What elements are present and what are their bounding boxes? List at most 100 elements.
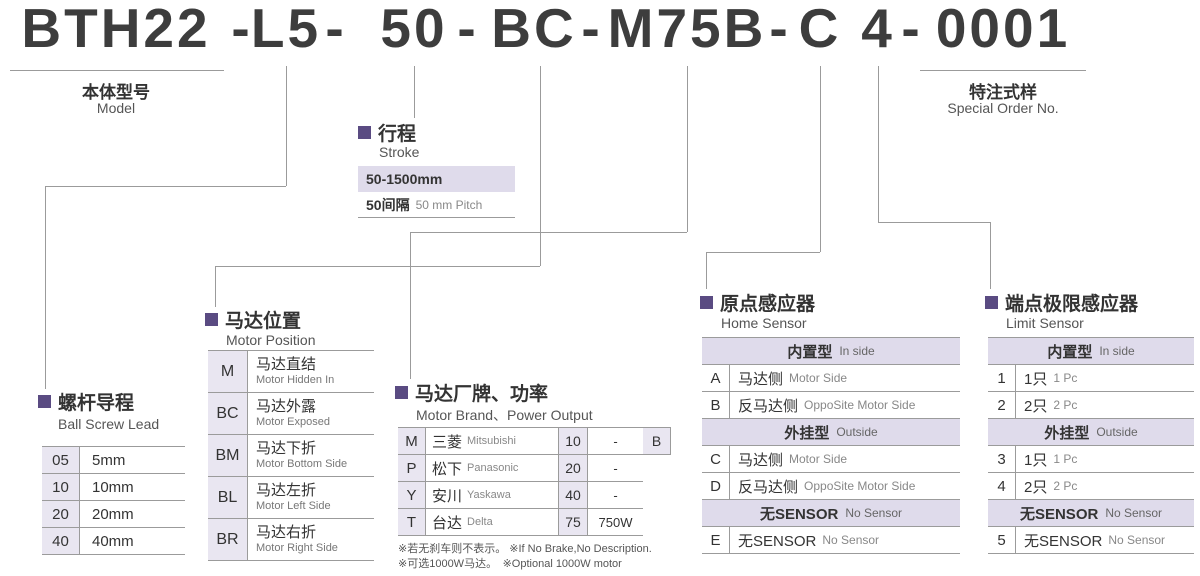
- home-sensor-heading-zh: 原点感应器: [720, 294, 816, 315]
- motor-position-desc: 马达右折 Motor Right Side: [256, 524, 338, 554]
- dash-separator: -: [769, 0, 791, 59]
- sensor-code: E: [702, 527, 730, 553]
- sensor-code: 3: [988, 446, 1016, 472]
- connector-line: [286, 66, 287, 186]
- motor-position-desc: 马达外露 Motor Exposed: [256, 398, 330, 428]
- group-header: 无SENSOR No Sensor: [702, 500, 960, 527]
- sensor-code: 5: [988, 527, 1016, 553]
- section-bullet-icon: [985, 296, 998, 309]
- stroke-heading-en: Stroke: [379, 144, 420, 160]
- section-bullet-icon: [395, 386, 408, 399]
- model-code-motor-pos: BC: [491, 0, 577, 59]
- connector-line: [410, 232, 687, 233]
- table-row: 1 1只 1 Pc: [988, 365, 1194, 392]
- table-row: 4 2只 2 Pc: [988, 473, 1194, 500]
- motor-position-code: BR: [208, 519, 248, 560]
- table-row: 05 5mm: [42, 447, 185, 474]
- motor-position-desc: 马达下折 Motor Bottom Side: [256, 440, 348, 470]
- sensor-code: C: [702, 446, 730, 472]
- lead-heading-en: Ball Screw Lead: [58, 416, 160, 432]
- power-code: 10: [558, 428, 588, 454]
- brand-name: 松下 Panasonic: [432, 460, 519, 478]
- connector-line: [878, 222, 990, 223]
- limit-sensor-heading-zh: 端点极限感应器: [1005, 294, 1139, 315]
- dash-separator: -: [231, 0, 253, 59]
- connector-line: [215, 266, 540, 267]
- sensor-code: 4: [988, 473, 1016, 499]
- model-code-motor-brand: M75B: [607, 0, 767, 59]
- table-row: BR 马达右折 Motor Right Side: [208, 519, 374, 561]
- motor-position-desc: 马达左折 Motor Left Side: [256, 482, 331, 512]
- brand-code: Y: [398, 482, 426, 508]
- limit-sensor-heading-en: Limit Sensor: [1006, 315, 1084, 331]
- connector-line: [410, 232, 411, 379]
- table-row: P 松下 Panasonic 20 -: [398, 455, 643, 482]
- group-header: 内置型 In side: [988, 338, 1194, 365]
- home-sensor-heading: 原点感应器: [700, 289, 815, 316]
- sensor-code: 1: [988, 365, 1016, 391]
- special-underline: [920, 70, 1086, 71]
- table-row: B 反马达侧 OppoSite Motor Side: [702, 392, 960, 419]
- connector-line: [215, 266, 216, 307]
- brand-code: P: [398, 455, 426, 481]
- brand-note-2: ※可选1000W马达。 ※Optional 1000W motor: [398, 558, 622, 570]
- power-value: -: [613, 487, 618, 503]
- model-label-en: Model: [96, 100, 136, 116]
- connector-line: [878, 66, 879, 222]
- group-header: 无SENSOR No Sensor: [988, 500, 1194, 527]
- power-code: 40: [558, 482, 588, 508]
- limit-sensor-table: 内置型 In side 1 1只 1 Pc 2 2只 2 Pc 外挂型 Outs…: [988, 337, 1194, 554]
- table-row: A 马达侧 Motor Side: [702, 365, 960, 392]
- table-row: 20 20mm: [42, 501, 185, 528]
- brand-name: 台达 Delta: [432, 514, 493, 532]
- group-header: 外挂型 Outside: [988, 419, 1194, 446]
- motor-brand-table: M 三菱 Mitsubishi 10 - P 松下 Panasonic 20 -…: [398, 427, 643, 536]
- special-label-zh: 特注式样: [969, 83, 1037, 102]
- section-bullet-icon: [38, 395, 51, 408]
- motor-position-heading-zh: 马达位置: [225, 311, 302, 332]
- power-value: -: [613, 460, 618, 476]
- model-code-body: BTH22: [21, 0, 211, 59]
- table-row: BM 马达下折 Motor Bottom Side: [208, 435, 374, 477]
- sensor-code: D: [702, 473, 730, 499]
- brand-code: M: [398, 428, 426, 454]
- lead-heading-zh: 螺杆导程: [58, 393, 135, 414]
- lead-code: 05: [42, 447, 80, 473]
- lead-code: 40: [42, 528, 80, 554]
- lead-value: 40mm: [92, 532, 134, 550]
- motor-position-code: BM: [208, 435, 248, 476]
- brand-name: 安川 Yaskawa: [432, 487, 511, 505]
- model-label-zh: 本体型号: [82, 83, 150, 102]
- motor-brand-heading-zh: 马达厂牌、功率: [415, 384, 549, 405]
- section-bullet-icon: [358, 126, 371, 139]
- power-value: -: [613, 433, 618, 449]
- home-sensor-heading-en: Home Sensor: [721, 315, 807, 331]
- motor-brand-heading-en: Motor Brand、Power Output: [416, 407, 593, 423]
- connector-line: [45, 186, 46, 389]
- motor-brand-heading: 马达厂牌、功率: [395, 379, 548, 406]
- table-row: E 无SENSOR No Sensor: [702, 527, 960, 554]
- model-underline: [10, 70, 224, 71]
- lead-table: 05 5mm 10 10mm 20 20mm 40 40mm: [42, 446, 185, 555]
- dash-separator: -: [457, 0, 479, 59]
- section-bullet-icon: [700, 296, 713, 309]
- table-row: BL 马达左折 Motor Left Side: [208, 477, 374, 519]
- model-code-home-sensor: C: [798, 0, 842, 59]
- connector-line: [706, 252, 707, 289]
- connector-line: [45, 186, 286, 187]
- section-bullet-icon: [205, 313, 218, 326]
- brand-note-1: ※若无刹车则不表示。 ※If No Brake,No Description.: [398, 543, 652, 555]
- stroke-pitch-row: 50间隔 50 mm Pitch: [358, 192, 515, 218]
- model-code-special-no: 0001: [935, 0, 1071, 59]
- connector-line: [540, 66, 541, 266]
- connector-line: [706, 252, 820, 253]
- brand-name: 三菱 Mitsubishi: [432, 433, 516, 451]
- table-row: M 三菱 Mitsubishi 10 -: [398, 428, 643, 455]
- stroke-heading-zh: 行程: [378, 124, 417, 145]
- lead-value: 10mm: [92, 478, 134, 496]
- stroke-heading: 行程: [358, 119, 416, 146]
- special-label-en: Special Order No.: [947, 100, 1059, 116]
- stroke-range-row: 50-1500mm: [358, 166, 515, 192]
- motor-position-code: BC: [208, 393, 248, 434]
